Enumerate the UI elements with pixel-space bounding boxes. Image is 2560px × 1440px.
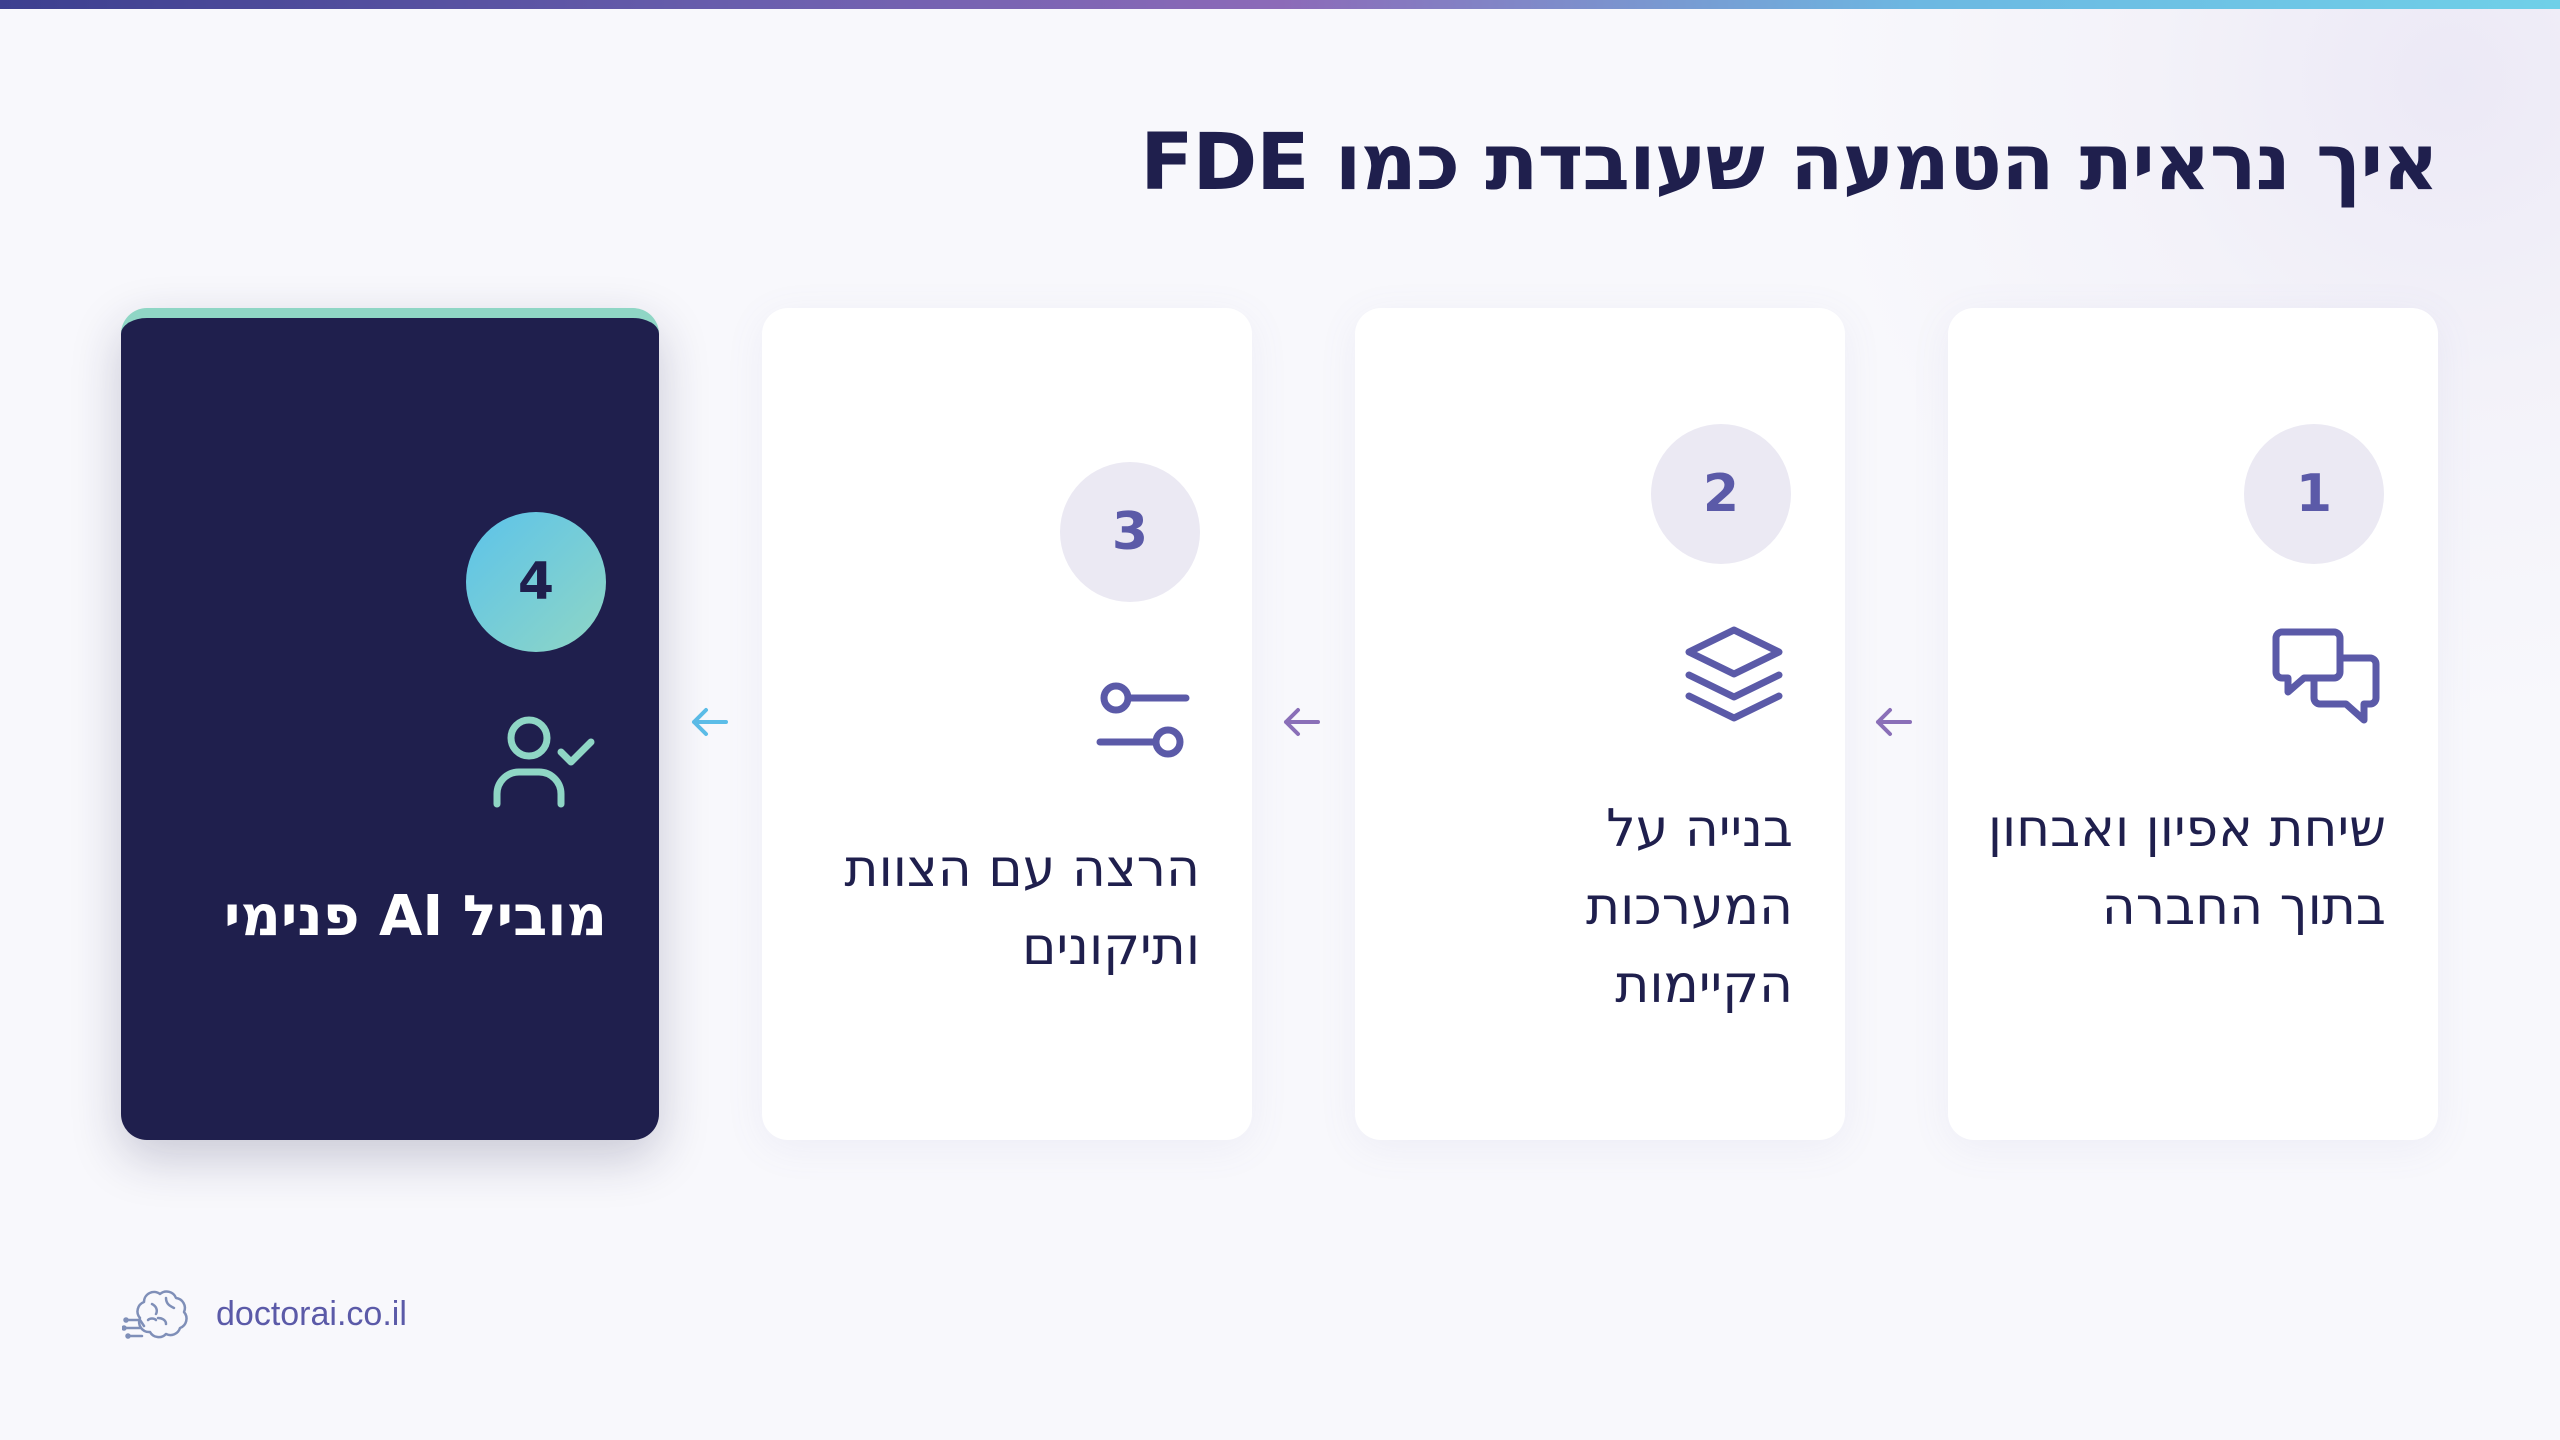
arrow-left-icon — [1876, 708, 1912, 736]
step-card-2: 2 בנייה על המערכות הקיימות — [1355, 308, 1845, 1140]
step-card-1: 1 שיחת אפיון ואבחון בתוך החברה — [1948, 308, 2438, 1140]
step-text: מוביל AI פנימי — [223, 884, 607, 949]
brand-url-text[interactable]: doctorai.co.il — [216, 1294, 407, 1333]
brain-logo-icon — [122, 1290, 188, 1339]
step-number-badge: 1 — [2244, 424, 2384, 564]
step-number-badge: 4 — [466, 512, 606, 652]
arrow-left-icon — [692, 708, 728, 736]
brand-footer: doctorai.co.il — [122, 1284, 407, 1344]
step-text: שיחת אפיון ואבחון בתוך החברה — [1987, 799, 2386, 937]
layers-icon — [1685, 626, 1783, 722]
chat-bubbles-icon — [2272, 628, 2380, 724]
user-check-icon — [493, 716, 595, 808]
step-text: בנייה על המערכות הקיימות — [1585, 799, 1793, 1015]
step-card-3: 3 הרצה עם הצוות ותיקונים — [762, 308, 1252, 1140]
top-accent-bar — [0, 0, 2560, 9]
arrow-left-icon — [1284, 708, 1320, 736]
step-text: הרצה עם הצוות ותיקונים — [844, 839, 1200, 977]
sliders-icon — [1096, 682, 1190, 758]
page-title: איך נראית הטמעה שעובדת כמו FDE — [1140, 118, 2439, 208]
step-card-4: 4 מוביל AI פנימי — [121, 308, 659, 1140]
step-number-badge: 3 — [1060, 462, 1200, 602]
step-number-badge: 2 — [1651, 424, 1791, 564]
